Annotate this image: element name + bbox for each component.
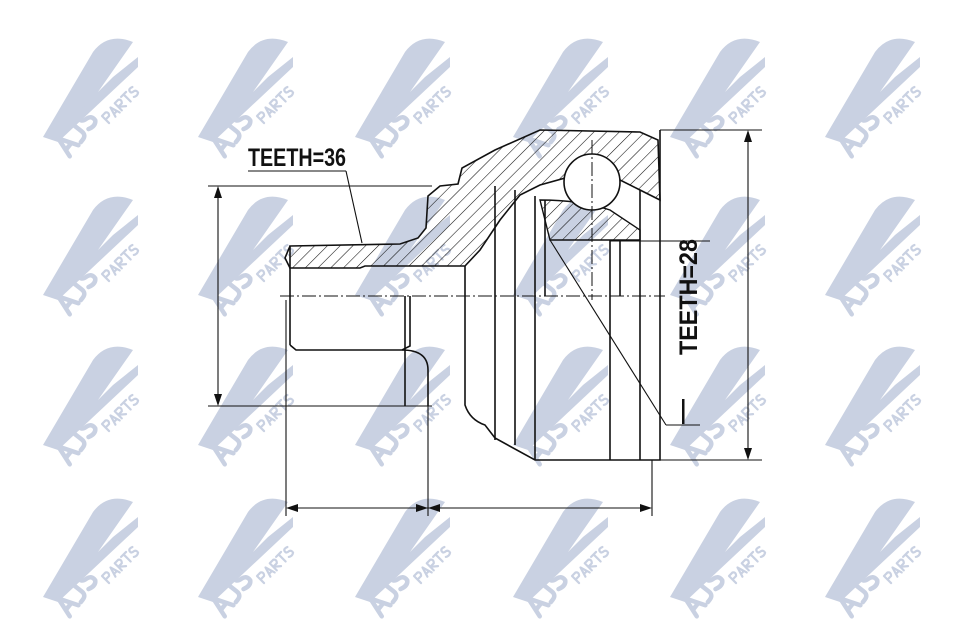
watermark-logo — [513, 347, 609, 465]
watermark-grid — [43, 39, 921, 617]
watermark-logo — [825, 499, 921, 617]
watermark-logo — [355, 499, 451, 617]
watermark-logo — [825, 39, 921, 157]
watermark-logo — [198, 197, 294, 315]
teeth-28-label: TEETH=28 — [675, 239, 703, 355]
marker-label: — — [668, 399, 696, 424]
part-outline — [280, 130, 665, 461]
watermark-logo — [355, 39, 451, 157]
watermark-logo — [670, 39, 766, 157]
teeth-36-label: TEETH=36 — [248, 144, 346, 172]
watermark-logo — [43, 347, 139, 465]
dimension-lines — [208, 129, 762, 516]
watermark-logo — [825, 197, 921, 315]
watermark-logo — [513, 499, 609, 617]
watermark-logo — [825, 347, 921, 465]
watermark-logo — [198, 39, 294, 157]
watermark-logo — [43, 39, 139, 157]
watermark-logo — [670, 499, 766, 617]
watermark-logo — [198, 499, 294, 617]
watermark-logo — [43, 197, 139, 315]
watermark-logo — [43, 499, 139, 617]
